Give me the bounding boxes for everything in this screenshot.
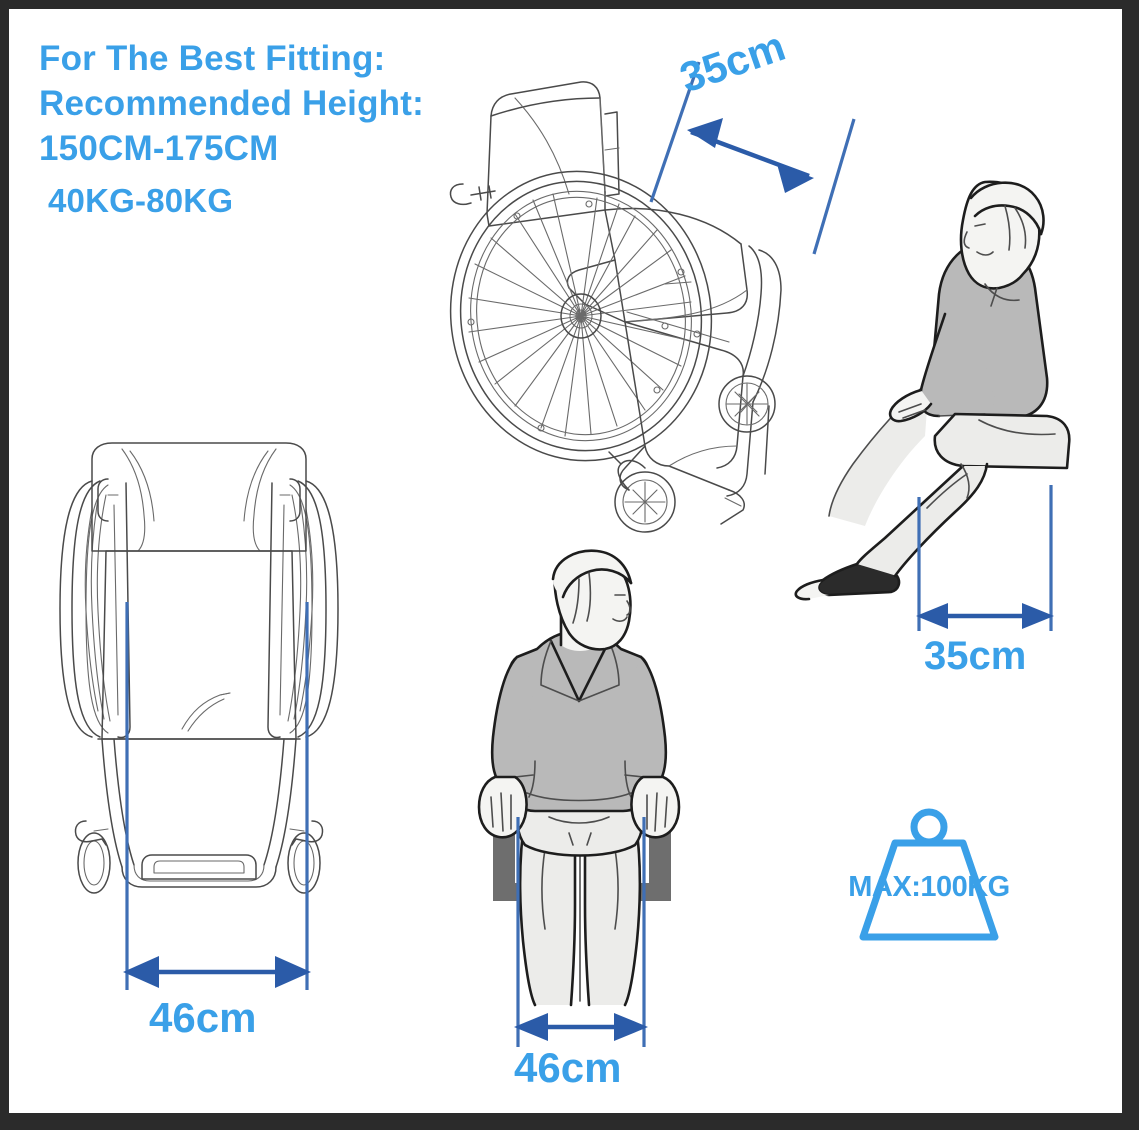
dimension-label-chair-width: 46cm [149,994,257,1041]
right-caster-front [287,820,324,894]
weight-ring-icon [910,808,948,846]
backrest-front [91,442,307,552]
seated-person-side-view [794,180,1071,601]
frame-front [101,738,297,888]
wheelchair-front-view [59,442,339,894]
footplate [720,489,745,525]
wheelchair-three-quarter-view [449,81,782,533]
push-handle-detail [449,183,496,206]
dimension-arrow-width [123,956,311,988]
seated-person-front-view [477,549,681,1007]
footplate-front [141,854,257,880]
frame-tubes [619,245,782,497]
dimension-seat-depth [649,61,856,255]
diagram-canvas: For The Best Fitting: Recommended Height… [9,9,1122,1113]
header-text-block: For The Best Fitting: Recommended Height… [39,37,424,223]
extension-line-right [812,118,856,255]
max-weight-label: MAX:100KG [848,871,1010,903]
dimension-chair-width [123,602,311,990]
dimension-arrow-height [916,603,1054,629]
person-side-body [794,180,1071,601]
dimension-seat-width [514,817,648,1047]
dimension-arrow-depth [687,118,814,193]
extension-line-left [649,61,701,203]
dimension-label-seat-height: 35cm [924,634,1027,678]
rear-wheel [449,170,713,462]
header-line-2: Recommended Height: [39,83,424,123]
wheel-hub [560,293,602,339]
header-line-4: 40KG-80KG [48,182,234,220]
backrest-assembly [486,81,620,227]
header-line-3: 150CM-175CM [39,128,279,168]
weight-body-icon [859,839,999,941]
dimension-label-seat-width: 46cm [514,1044,622,1091]
dimension-seat-height [916,485,1054,631]
weight-icon [859,808,999,941]
header-line-1: For The Best Fitting: [39,39,386,78]
front-caster-front [608,451,676,533]
max-weight-badge: MAX:100KG [829,808,1029,944]
front-caster-rear [718,375,776,433]
dimension-arrow-seatwidth [514,1013,648,1041]
left-caster-front [74,820,111,894]
person-front-body [477,549,681,1007]
